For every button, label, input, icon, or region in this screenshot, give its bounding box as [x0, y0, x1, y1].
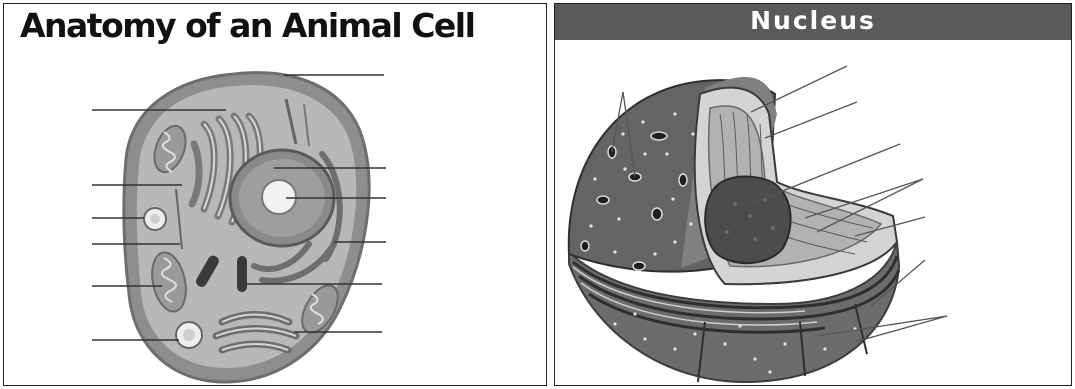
nucleus-panel: Nucleus [554, 3, 1072, 386]
animal-cell-panel: Anatomy of an Animal Cell [3, 3, 547, 386]
nucleolus [705, 176, 790, 263]
nucleolus [262, 180, 296, 214]
animal-cell-diagram [4, 4, 547, 386]
nucleus-diagram [555, 4, 1072, 386]
centriole [237, 256, 247, 292]
